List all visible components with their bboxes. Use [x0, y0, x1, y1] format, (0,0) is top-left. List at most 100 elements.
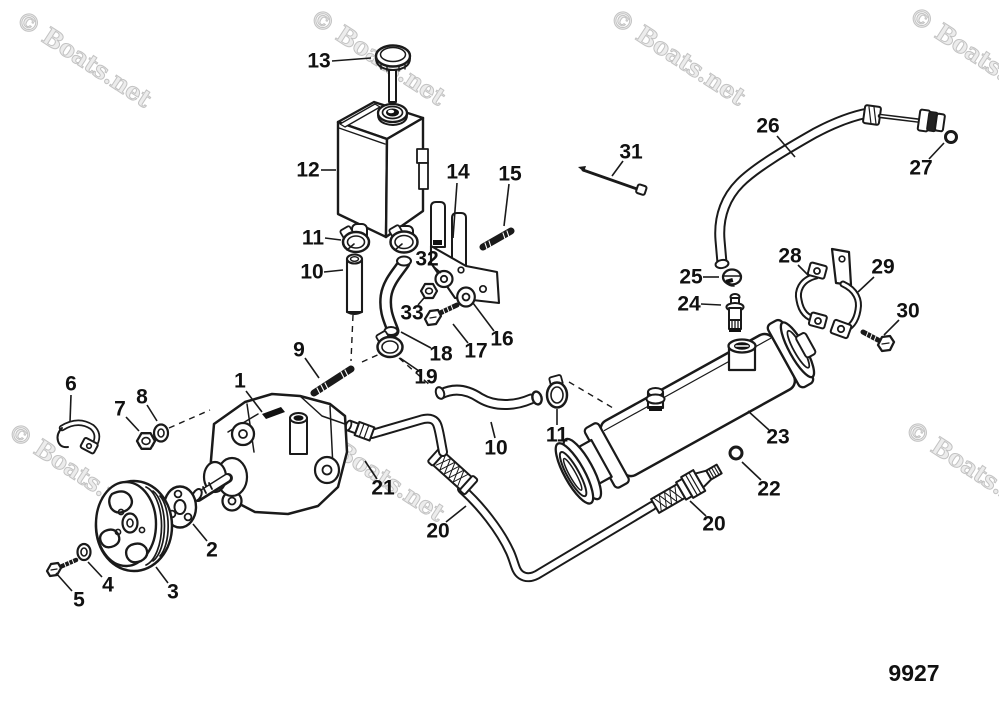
bracket-29-drawing — [829, 247, 862, 340]
part-number-label: 8 — [136, 386, 148, 409]
part-callout-16: 16 — [472, 302, 514, 351]
part-number-label: 11 — [302, 227, 325, 250]
part-number-label: 30 — [896, 300, 919, 323]
callout-leader-line — [69, 394, 72, 423]
part-number-label: 1 — [234, 370, 246, 393]
callout-leader-line — [472, 302, 495, 332]
part-callout-15: 15 — [498, 163, 522, 227]
part-callout-31: 31 — [611, 141, 643, 177]
part-callout-6: 6 — [65, 373, 77, 423]
part-number-label: 4 — [102, 574, 114, 597]
clamp-6-drawing — [56, 419, 101, 455]
part-callout-10: 10 — [484, 421, 508, 460]
part-callout-11: 11 — [546, 409, 569, 447]
part-number-label: 32 — [415, 248, 438, 271]
tube-10a-drawing — [345, 253, 364, 315]
part-callout-28: 28 — [778, 245, 810, 277]
part-callout-27: 27 — [909, 142, 945, 180]
part-number-label: 25 — [679, 266, 703, 289]
callout-leader-line — [304, 357, 320, 379]
part-number-label: 13 — [307, 50, 330, 73]
part-number-label: 17 — [464, 340, 487, 363]
callout-leader-line — [55, 572, 73, 592]
clamp-28-drawing — [795, 261, 828, 330]
part-number-label: 7 — [114, 398, 126, 421]
part-callout-23: 23 — [747, 410, 790, 449]
part-callout-20: 20 — [689, 500, 726, 536]
callout-leader-line — [689, 500, 707, 517]
part-number-label: 5 — [73, 589, 85, 612]
part-callout-7: 7 — [114, 398, 140, 432]
callout-leader-line — [192, 523, 208, 542]
rod-31-drawing — [578, 166, 648, 196]
part-callout-5: 5 — [55, 572, 85, 612]
bolt-5-drawing — [45, 557, 79, 578]
part-callout-22: 22 — [741, 461, 781, 501]
callout-leader-line — [400, 331, 432, 349]
part-callout-20: 20 — [426, 505, 467, 543]
hose-21-drawing — [344, 413, 448, 457]
reservoir-cap-drawing — [374, 44, 412, 103]
callout-leader-line — [87, 561, 103, 578]
callout-leader-line — [125, 416, 140, 432]
callout-leader-line — [399, 357, 420, 372]
part-number-label: 10 — [300, 261, 323, 284]
part-number-label: 23 — [766, 426, 789, 449]
watermark-text: © Boats.net — [904, 0, 999, 109]
part-callout-25: 25 — [679, 266, 719, 289]
part-number-label: 31 — [619, 141, 643, 164]
part-number-label: 3 — [167, 581, 179, 604]
part-callout-17: 17 — [452, 323, 488, 363]
part-number-label: 11 — [546, 424, 569, 447]
pump-1-drawing — [191, 392, 349, 516]
callout-leader-line — [928, 142, 945, 160]
hose-10b-drawing — [434, 384, 543, 410]
part-number-label: 29 — [871, 256, 894, 279]
part-callout-24: 24 — [677, 293, 722, 316]
part-callout-32: 32 — [415, 248, 442, 274]
callout-leader-line — [364, 460, 378, 480]
callout-leader-line — [445, 505, 467, 523]
part-callout-3: 3 — [155, 566, 179, 604]
callout-leader-line — [433, 266, 442, 274]
part-callout-33: 33 — [400, 297, 425, 325]
washer-16-drawing — [456, 286, 476, 308]
callout-leader-line — [417, 297, 425, 306]
hose-clamp-11c-drawing — [545, 374, 569, 409]
watermark-text: © Boats.net — [11, 4, 158, 113]
washer-8-drawing — [152, 423, 170, 443]
part-number-label: 20 — [426, 520, 449, 543]
callout-leader-line — [146, 404, 158, 422]
callout-leader-line — [611, 160, 624, 177]
part-callout-11: 11 — [302, 227, 342, 250]
part-number-label: 24 — [677, 293, 701, 316]
part-callout-29: 29 — [857, 256, 895, 293]
part-callout-19: 19 — [399, 357, 438, 389]
hose-18-drawing — [379, 255, 412, 338]
bolt-17-drawing — [423, 302, 460, 327]
callout-leader-line — [776, 135, 796, 158]
callout-leader-line — [324, 237, 342, 241]
part-callout-13: 13 — [307, 50, 372, 73]
callout-leader-line — [452, 182, 458, 239]
nut-7-drawing — [135, 432, 157, 450]
hose-26-drawing — [714, 104, 946, 270]
part-number-label: 2 — [206, 539, 218, 562]
part-callout-2: 2 — [192, 523, 218, 562]
pulley-3-drawing — [94, 479, 174, 573]
part-number-label: 26 — [756, 115, 779, 138]
part-callout-4: 4 — [87, 561, 114, 597]
nut-33-drawing — [419, 282, 439, 300]
callout-leader-line — [797, 264, 810, 277]
washer-32-drawing — [434, 269, 454, 289]
part-number-label: 6 — [65, 373, 77, 396]
cap-25-drawing — [721, 268, 743, 287]
part-callout-12: 12 — [296, 159, 336, 182]
callout-leader-line — [323, 269, 344, 273]
part-number-label: 19 — [414, 366, 437, 389]
callout-leader-line — [331, 57, 372, 62]
callout-leader-line — [503, 183, 510, 227]
part-number-label: 22 — [757, 478, 780, 501]
hose-clamp-19-drawing — [375, 330, 404, 359]
